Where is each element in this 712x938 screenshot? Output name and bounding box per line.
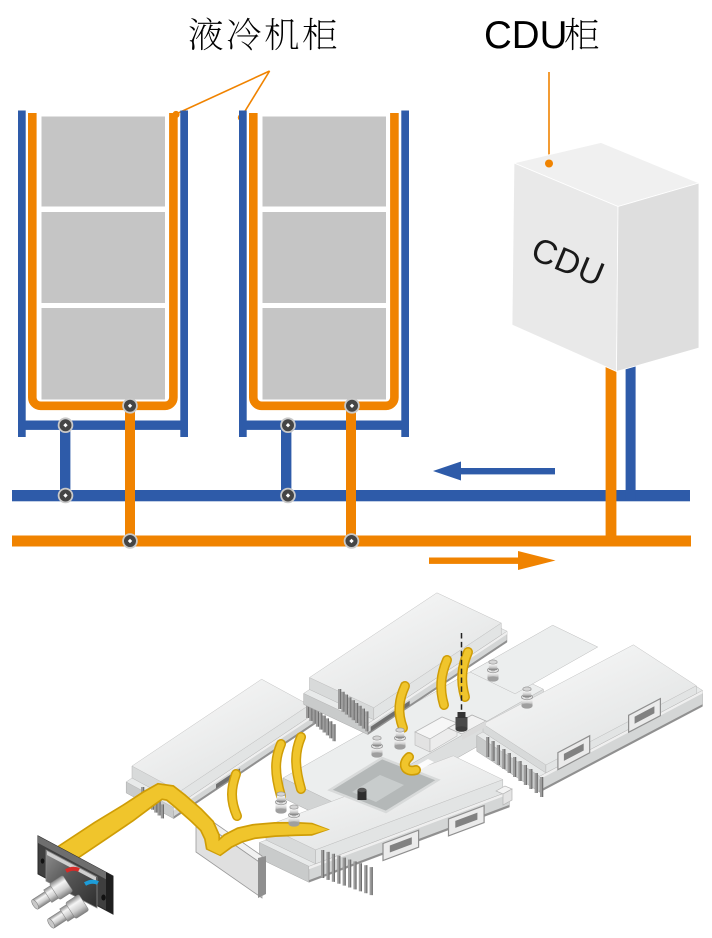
svg-text:CDU: CDU (484, 14, 567, 57)
